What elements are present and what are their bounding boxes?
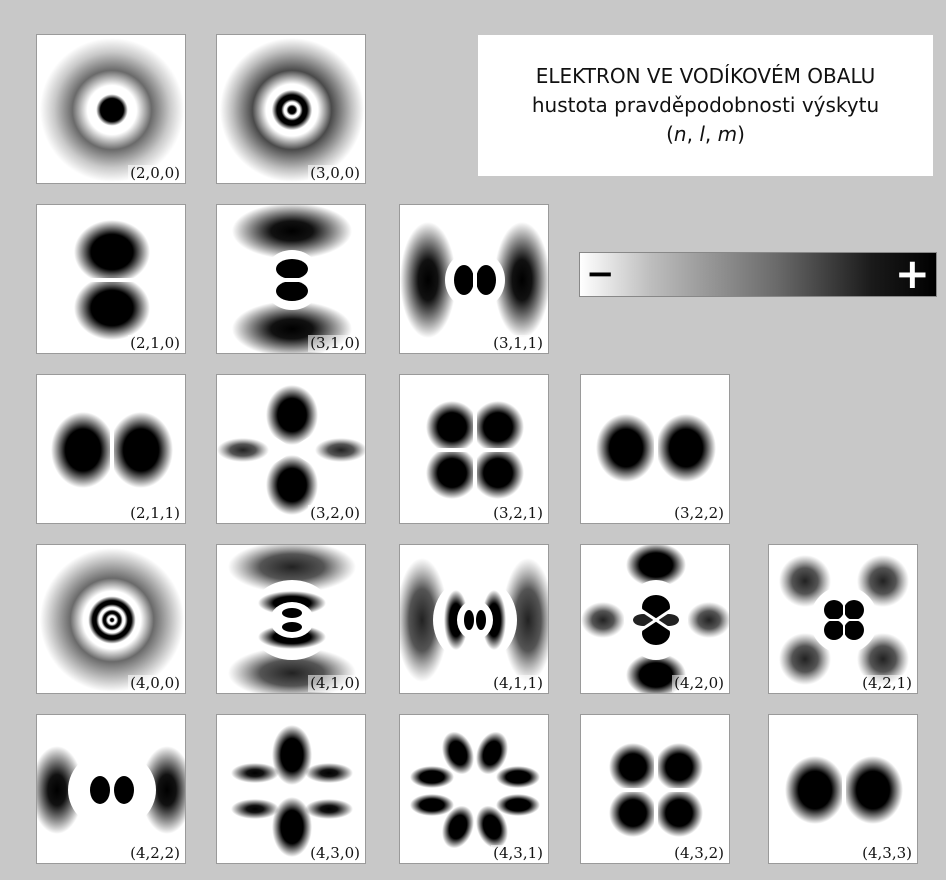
orbital-3-2-1-plot — [400, 375, 548, 523]
orbital-tile: (3,1,1) — [399, 204, 549, 354]
orbital-3-2-0-plot — [217, 385, 365, 515]
orbital-tile: (4,3,0) — [216, 714, 366, 864]
quantum-n: n — [673, 122, 687, 146]
orbital-4-3-2-plot — [581, 715, 729, 863]
orbital-label: (4,1,0) — [308, 674, 362, 692]
density-scale-bar: − + — [579, 252, 937, 297]
orbital-2-0-0-plot — [37, 35, 185, 183]
orbital-label: (3,1,0) — [308, 334, 362, 352]
orbital-tile: (2,0,0) — [36, 34, 186, 184]
orbital-label: (4,3,0) — [308, 844, 362, 862]
orbital-tile: (4,2,1) — [768, 544, 918, 694]
separator-2: , — [704, 122, 718, 146]
scale-minus: − — [586, 254, 615, 294]
scale-plus: + — [894, 249, 930, 298]
orbital-tile: (4,2,2) — [36, 714, 186, 864]
orbital-3-2-2-plot — [596, 375, 716, 523]
orbital-label: (4,2,2) — [128, 844, 182, 862]
orbital-label: (4,2,0) — [672, 674, 726, 692]
separator-1: , — [686, 122, 700, 146]
title-line-2: hustota pravděpodobnosti výskytu — [531, 93, 880, 117]
title-line-1: ELEKTRON VE VODÍKOVÉM OBALU — [535, 64, 876, 88]
orbital-2-1-1-plot — [51, 375, 173, 523]
paren-open: ( — [666, 122, 674, 146]
orbital-label: (2,1,1) — [128, 504, 182, 522]
orbital-4-3-0-plot — [217, 725, 365, 857]
orbital-4-1-1-plot — [400, 545, 548, 693]
orbital-label: (4,3,3) — [860, 844, 914, 862]
orbital-tile: (4,1,1) — [399, 544, 549, 694]
orbital-tile: (3,1,0) — [216, 204, 366, 354]
quantum-m: m — [717, 122, 738, 146]
orbital-tile: (4,3,2) — [580, 714, 730, 864]
orbital-tile: (4,3,1) — [399, 714, 549, 864]
orbital-tile: (4,2,0) — [580, 544, 730, 694]
orbital-tile: (4,3,3) — [768, 714, 918, 864]
orbital-3-1-0-plot — [217, 205, 365, 353]
orbital-4-3-1-plot — [400, 715, 548, 863]
orbital-4-3-3-plot — [785, 715, 903, 863]
orbital-label: (3,1,1) — [491, 334, 545, 352]
orbital-tile: (3,2,1) — [399, 374, 549, 524]
orbital-tile: (2,1,0) — [36, 204, 186, 354]
title-box: ELEKTRON VE VODÍKOVÉM OBALU hustota prav… — [478, 35, 933, 176]
orbital-label: (4,3,1) — [491, 844, 545, 862]
paren-close: ) — [737, 122, 745, 146]
orbital-4-2-2-plot — [37, 746, 185, 834]
orbital-tile: (2,1,1) — [36, 374, 186, 524]
orbital-label: (4,1,1) — [491, 674, 545, 692]
orbital-4-2-0-plot — [581, 545, 729, 693]
orbital-3-1-1-plot — [400, 205, 548, 353]
title-line-3: (n, l, m) — [666, 120, 745, 149]
orbital-label: (2,1,0) — [128, 334, 182, 352]
orbital-label: (4,0,0) — [128, 674, 182, 692]
orbital-tile: (4,1,0) — [216, 544, 366, 694]
orbital-label: (4,3,2) — [672, 844, 726, 862]
quantum-l: l — [699, 122, 705, 146]
orbital-label: (3,2,0) — [308, 504, 362, 522]
orbital-tile: (4,0,0) — [36, 544, 186, 694]
orbital-3-0-0-plot — [217, 35, 365, 183]
orbital-label: (2,0,0) — [128, 164, 182, 182]
orbital-label: (3,2,1) — [491, 504, 545, 522]
orbital-4-0-0-plot — [37, 545, 185, 693]
orbital-tile: (3,2,2) — [580, 374, 730, 524]
orbital-tile: (3,0,0) — [216, 34, 366, 184]
orbital-4-2-1-plot — [769, 545, 917, 693]
orbital-2-1-0-plot — [37, 220, 185, 340]
orbital-label: (4,2,1) — [860, 674, 914, 692]
orbital-label: (3,2,2) — [672, 504, 726, 522]
orbital-tile: (3,2,0) — [216, 374, 366, 524]
orbital-label: (3,0,0) — [308, 164, 362, 182]
orbital-4-1-0-plot — [217, 545, 365, 693]
